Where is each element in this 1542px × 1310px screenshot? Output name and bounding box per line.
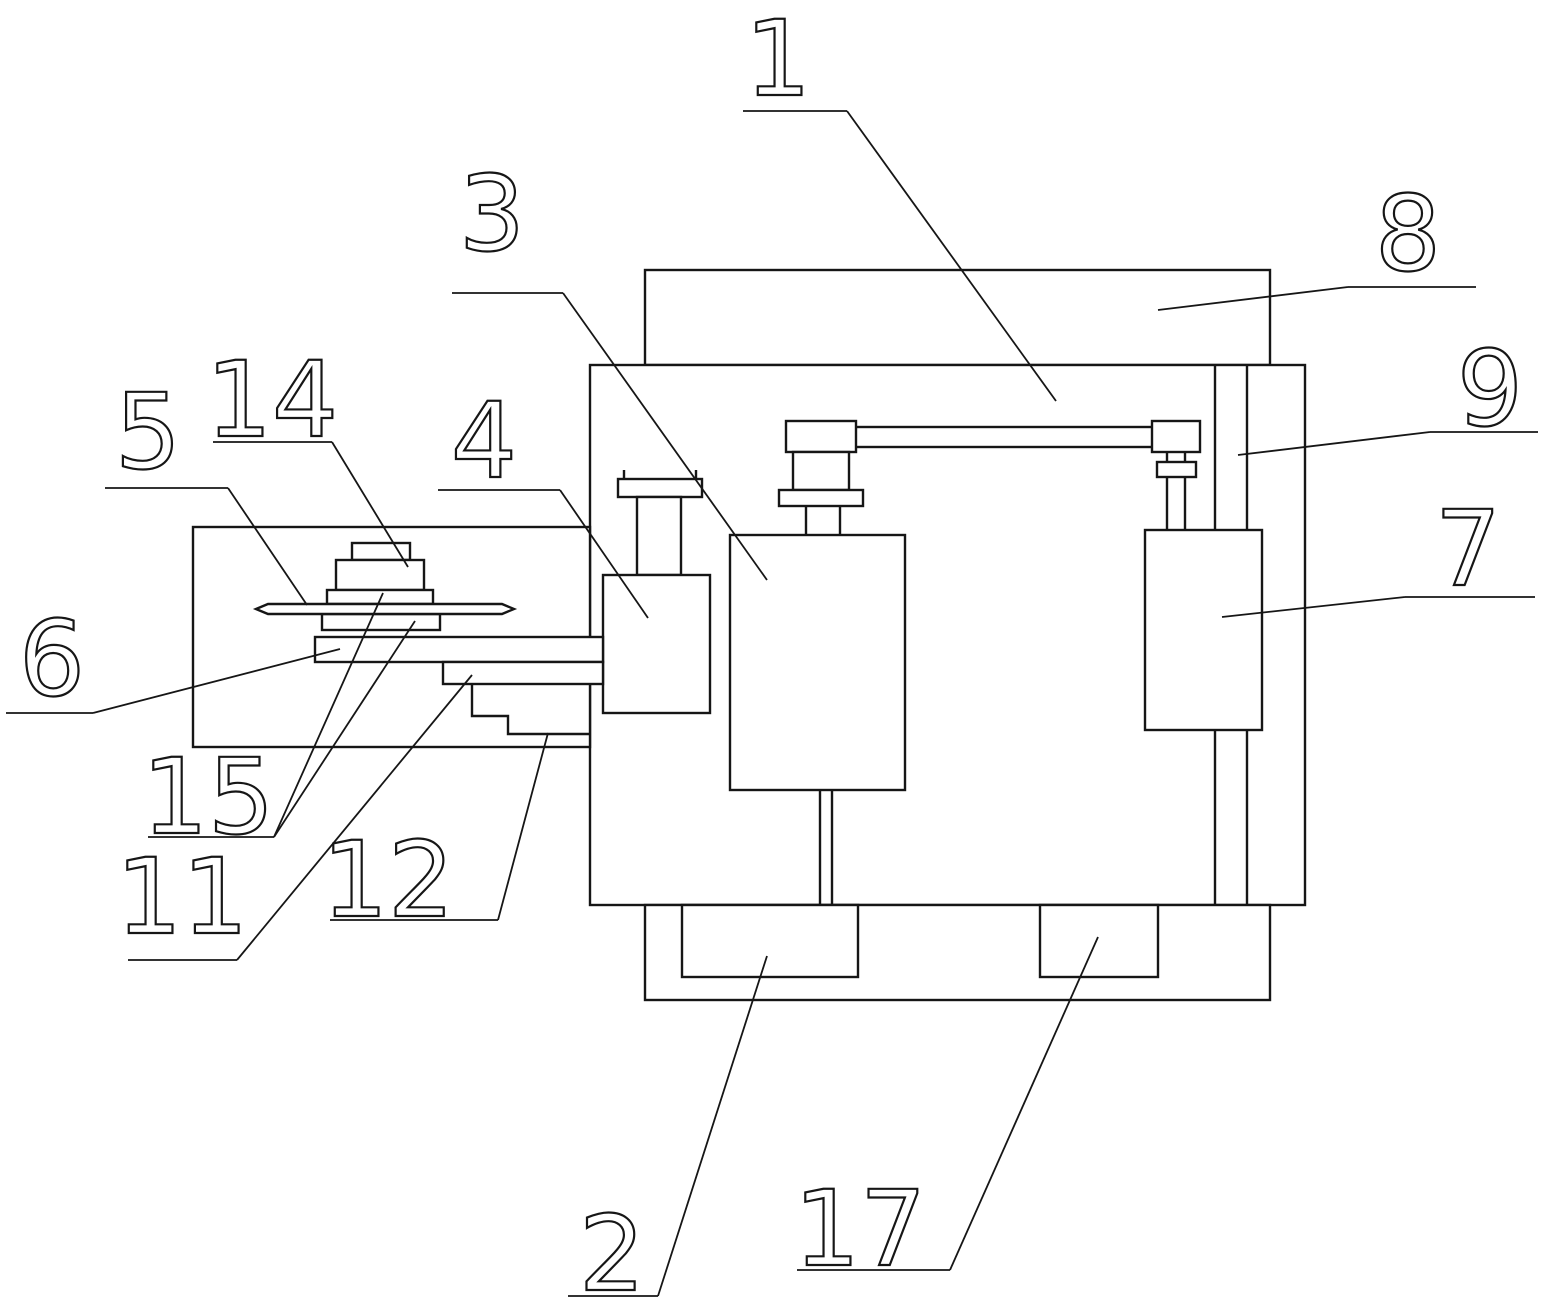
support-bar-part6 — [313, 635, 605, 664]
callout-4-label: 4 — [451, 380, 517, 502]
callout-15-leader-a — [273, 592, 384, 838]
callout-9-label: 9 — [1457, 328, 1523, 450]
callout-9-leader — [1237, 431, 1431, 456]
callout-14-leader — [331, 441, 409, 568]
arm-connector-block — [791, 450, 851, 492]
motor-mid-part14 — [334, 558, 426, 592]
top-plate-part8 — [643, 268, 1272, 367]
callout-6: 6 — [6, 597, 341, 721]
top-arm-assembly — [777, 419, 1202, 535]
callout-17-leader — [949, 936, 1099, 1271]
callout-7-leader — [1221, 596, 1406, 618]
callout-1-leader — [846, 110, 1057, 402]
callout-1-label: 1 — [745, 0, 811, 120]
step-bracket-part12 — [470, 684, 590, 736]
callout-5-leader — [227, 487, 308, 606]
callout-17: 17 — [793, 936, 1099, 1291]
callout-11: 11 — [115, 674, 473, 961]
blade-part5 — [252, 602, 518, 616]
callout-4: 4 — [438, 379, 649, 619]
callout-2-label: 2 — [579, 1193, 645, 1310]
callout-6-leader — [92, 648, 341, 714]
callout-15-leader-b — [273, 620, 416, 838]
callout-4-leader — [559, 489, 649, 619]
part4-body — [601, 573, 712, 715]
callout-17-label: 17 — [794, 1168, 926, 1290]
callout-7: 7 — [1221, 487, 1535, 618]
hanging-unit-part3 — [728, 533, 907, 792]
part4-stem — [635, 495, 683, 577]
callout-3-label: 3 — [459, 153, 525, 275]
arm-bar — [798, 425, 1192, 449]
machine-drawing — [191, 268, 1307, 1002]
callout-8-label: 8 — [1375, 173, 1441, 295]
callout-5: 5 — [105, 370, 308, 606]
callout-9: 9 — [1237, 327, 1538, 456]
arm-connector-flange — [777, 488, 865, 508]
callout-7-label: 7 — [1435, 488, 1501, 610]
callout-3: 3 — [452, 152, 768, 581]
callout-6-label: 6 — [19, 598, 85, 720]
part7-flange — [1155, 460, 1198, 479]
callout-12-leader — [497, 732, 549, 921]
callouts-layer: 1 3 8 9 7 5 14 — [6, 0, 1538, 1310]
callout-3-leader — [562, 292, 768, 581]
left-assembly — [191, 525, 605, 749]
mount-plate-part15 — [320, 612, 442, 632]
callout-8-leader — [1157, 286, 1349, 311]
callout-2-leader — [657, 955, 768, 1297]
callout-15: 15 — [141, 592, 416, 859]
arm-right-cap — [1150, 419, 1202, 454]
callout-12: 12 — [321, 732, 549, 942]
part7-body — [1143, 528, 1264, 732]
unit-part7 — [1143, 452, 1264, 732]
foot-left-part2 — [680, 903, 860, 979]
foot-right-part17 — [1038, 903, 1160, 979]
callout-14: 14 — [205, 338, 409, 568]
callout-11-leader — [236, 674, 473, 961]
arm-left-cap — [784, 419, 858, 454]
lower-bar-part11 — [441, 660, 605, 686]
callout-11-label: 11 — [116, 836, 248, 958]
callout-8: 8 — [1157, 172, 1476, 311]
base-assembly — [643, 903, 1272, 1002]
callout-12-label: 12 — [322, 819, 454, 941]
callout-5-label: 5 — [115, 371, 181, 493]
callout-1: 1 — [743, 0, 1057, 402]
callout-2: 2 — [568, 955, 768, 1310]
part4-cap — [616, 477, 704, 499]
